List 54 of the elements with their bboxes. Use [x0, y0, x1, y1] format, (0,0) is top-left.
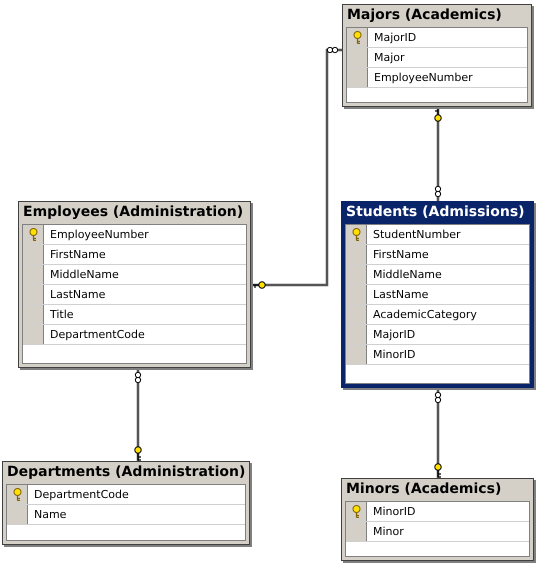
- field-name: MinorID: [373, 348, 416, 361]
- field-name: FirstName: [373, 248, 429, 261]
- field-row: [23, 225, 246, 245]
- table-box: [18, 201, 251, 368]
- table-title: Minors (Academics): [345, 480, 502, 499]
- field-row: [346, 325, 529, 345]
- field-row: [23, 265, 246, 285]
- table-title: Departments (Administration): [6, 463, 246, 482]
- field-name: LastName: [50, 288, 106, 301]
- field-row: [347, 48, 527, 68]
- field-name: MajorID: [373, 328, 416, 341]
- field-name: Major: [374, 51, 405, 64]
- field-name: EmployeeNumber: [50, 228, 149, 241]
- field-name: MinorID: [373, 505, 416, 518]
- field-row: [346, 225, 529, 245]
- table-box: [342, 4, 532, 107]
- table-title: Students (Admissions): [345, 203, 526, 222]
- field-row: [346, 522, 529, 542]
- field-name: MajorID: [374, 31, 416, 44]
- table-title: Employees (Administration): [22, 203, 244, 222]
- table-box: [341, 201, 534, 388]
- field-row: [346, 245, 529, 265]
- table-box: [341, 478, 534, 561]
- field-row: [346, 285, 529, 305]
- field-name: StudentNumber: [373, 228, 460, 241]
- field-name: LastName: [373, 288, 428, 301]
- field-name: MiddleName: [373, 268, 442, 281]
- field-name: MiddleName: [50, 268, 119, 281]
- field-name: DepartmentCode: [34, 488, 129, 501]
- field-row: [347, 68, 527, 88]
- field-row: [346, 265, 529, 285]
- field-row: [23, 325, 246, 345]
- field-name: AcademicCategory: [373, 308, 477, 321]
- field-name: Minor: [373, 525, 404, 538]
- relationship-line: [434, 107, 442, 201]
- field-row: [7, 505, 245, 525]
- table-box: [2, 461, 250, 545]
- field-row: [346, 345, 529, 365]
- field-row: [23, 305, 246, 325]
- field-row: [346, 305, 529, 325]
- relationship-line: [434, 388, 442, 478]
- relationship-line: [134, 368, 142, 461]
- relationship-line: [251, 46, 342, 289]
- field-row: [23, 285, 246, 305]
- field-name: Title: [50, 308, 74, 321]
- field-name: DepartmentCode: [50, 328, 145, 341]
- field-name: EmployeeNumber: [374, 71, 473, 84]
- field-row: [23, 245, 246, 265]
- field-row: [7, 485, 245, 505]
- table-title: Majors (Academics): [346, 6, 503, 25]
- field-row: [346, 502, 529, 522]
- field-row: [347, 28, 527, 48]
- field-name: FirstName: [50, 248, 106, 261]
- field-name: Name: [34, 508, 66, 521]
